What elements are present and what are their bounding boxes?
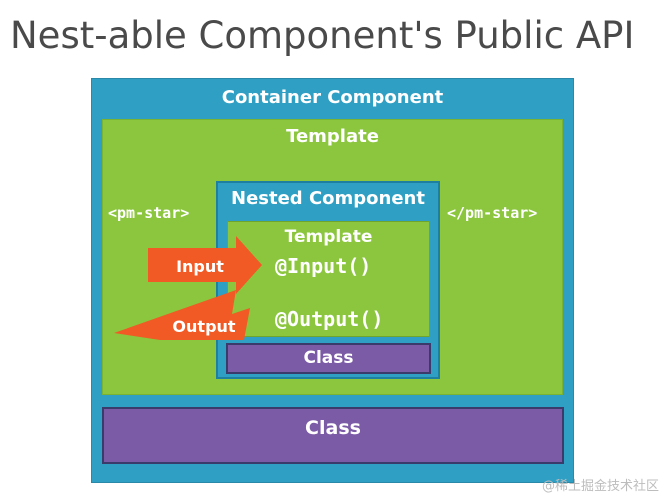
output-arrow-label: Output [172, 317, 235, 336]
input-arrow-label: Input [176, 257, 224, 276]
container-class-box: Class [102, 407, 564, 464]
outer-template-label: Template [286, 126, 379, 147]
container-component-label: Container Component [221, 87, 444, 108]
nested-class-label: Class [303, 348, 354, 368]
input-arrow [148, 236, 262, 294]
watermark: @稀土掘金技术社区 [541, 479, 659, 494]
nested-class-box: Class [226, 343, 431, 374]
output-decorator: @Output() [275, 307, 384, 331]
pm-star-close-tag: </pm-star> [447, 204, 538, 222]
nested-component-label: Nested Component [231, 188, 425, 209]
container-class-label: Class [305, 417, 361, 439]
inner-template-box: Template @Input() @Output() [227, 221, 430, 337]
inner-template-label: Template [284, 227, 373, 247]
output-arrow [114, 290, 250, 340]
pm-star-open-tag: <pm-star> [108, 204, 190, 222]
slide-title: Nest-able Component's Public API [10, 14, 635, 57]
input-decorator: @Input() [275, 254, 372, 278]
